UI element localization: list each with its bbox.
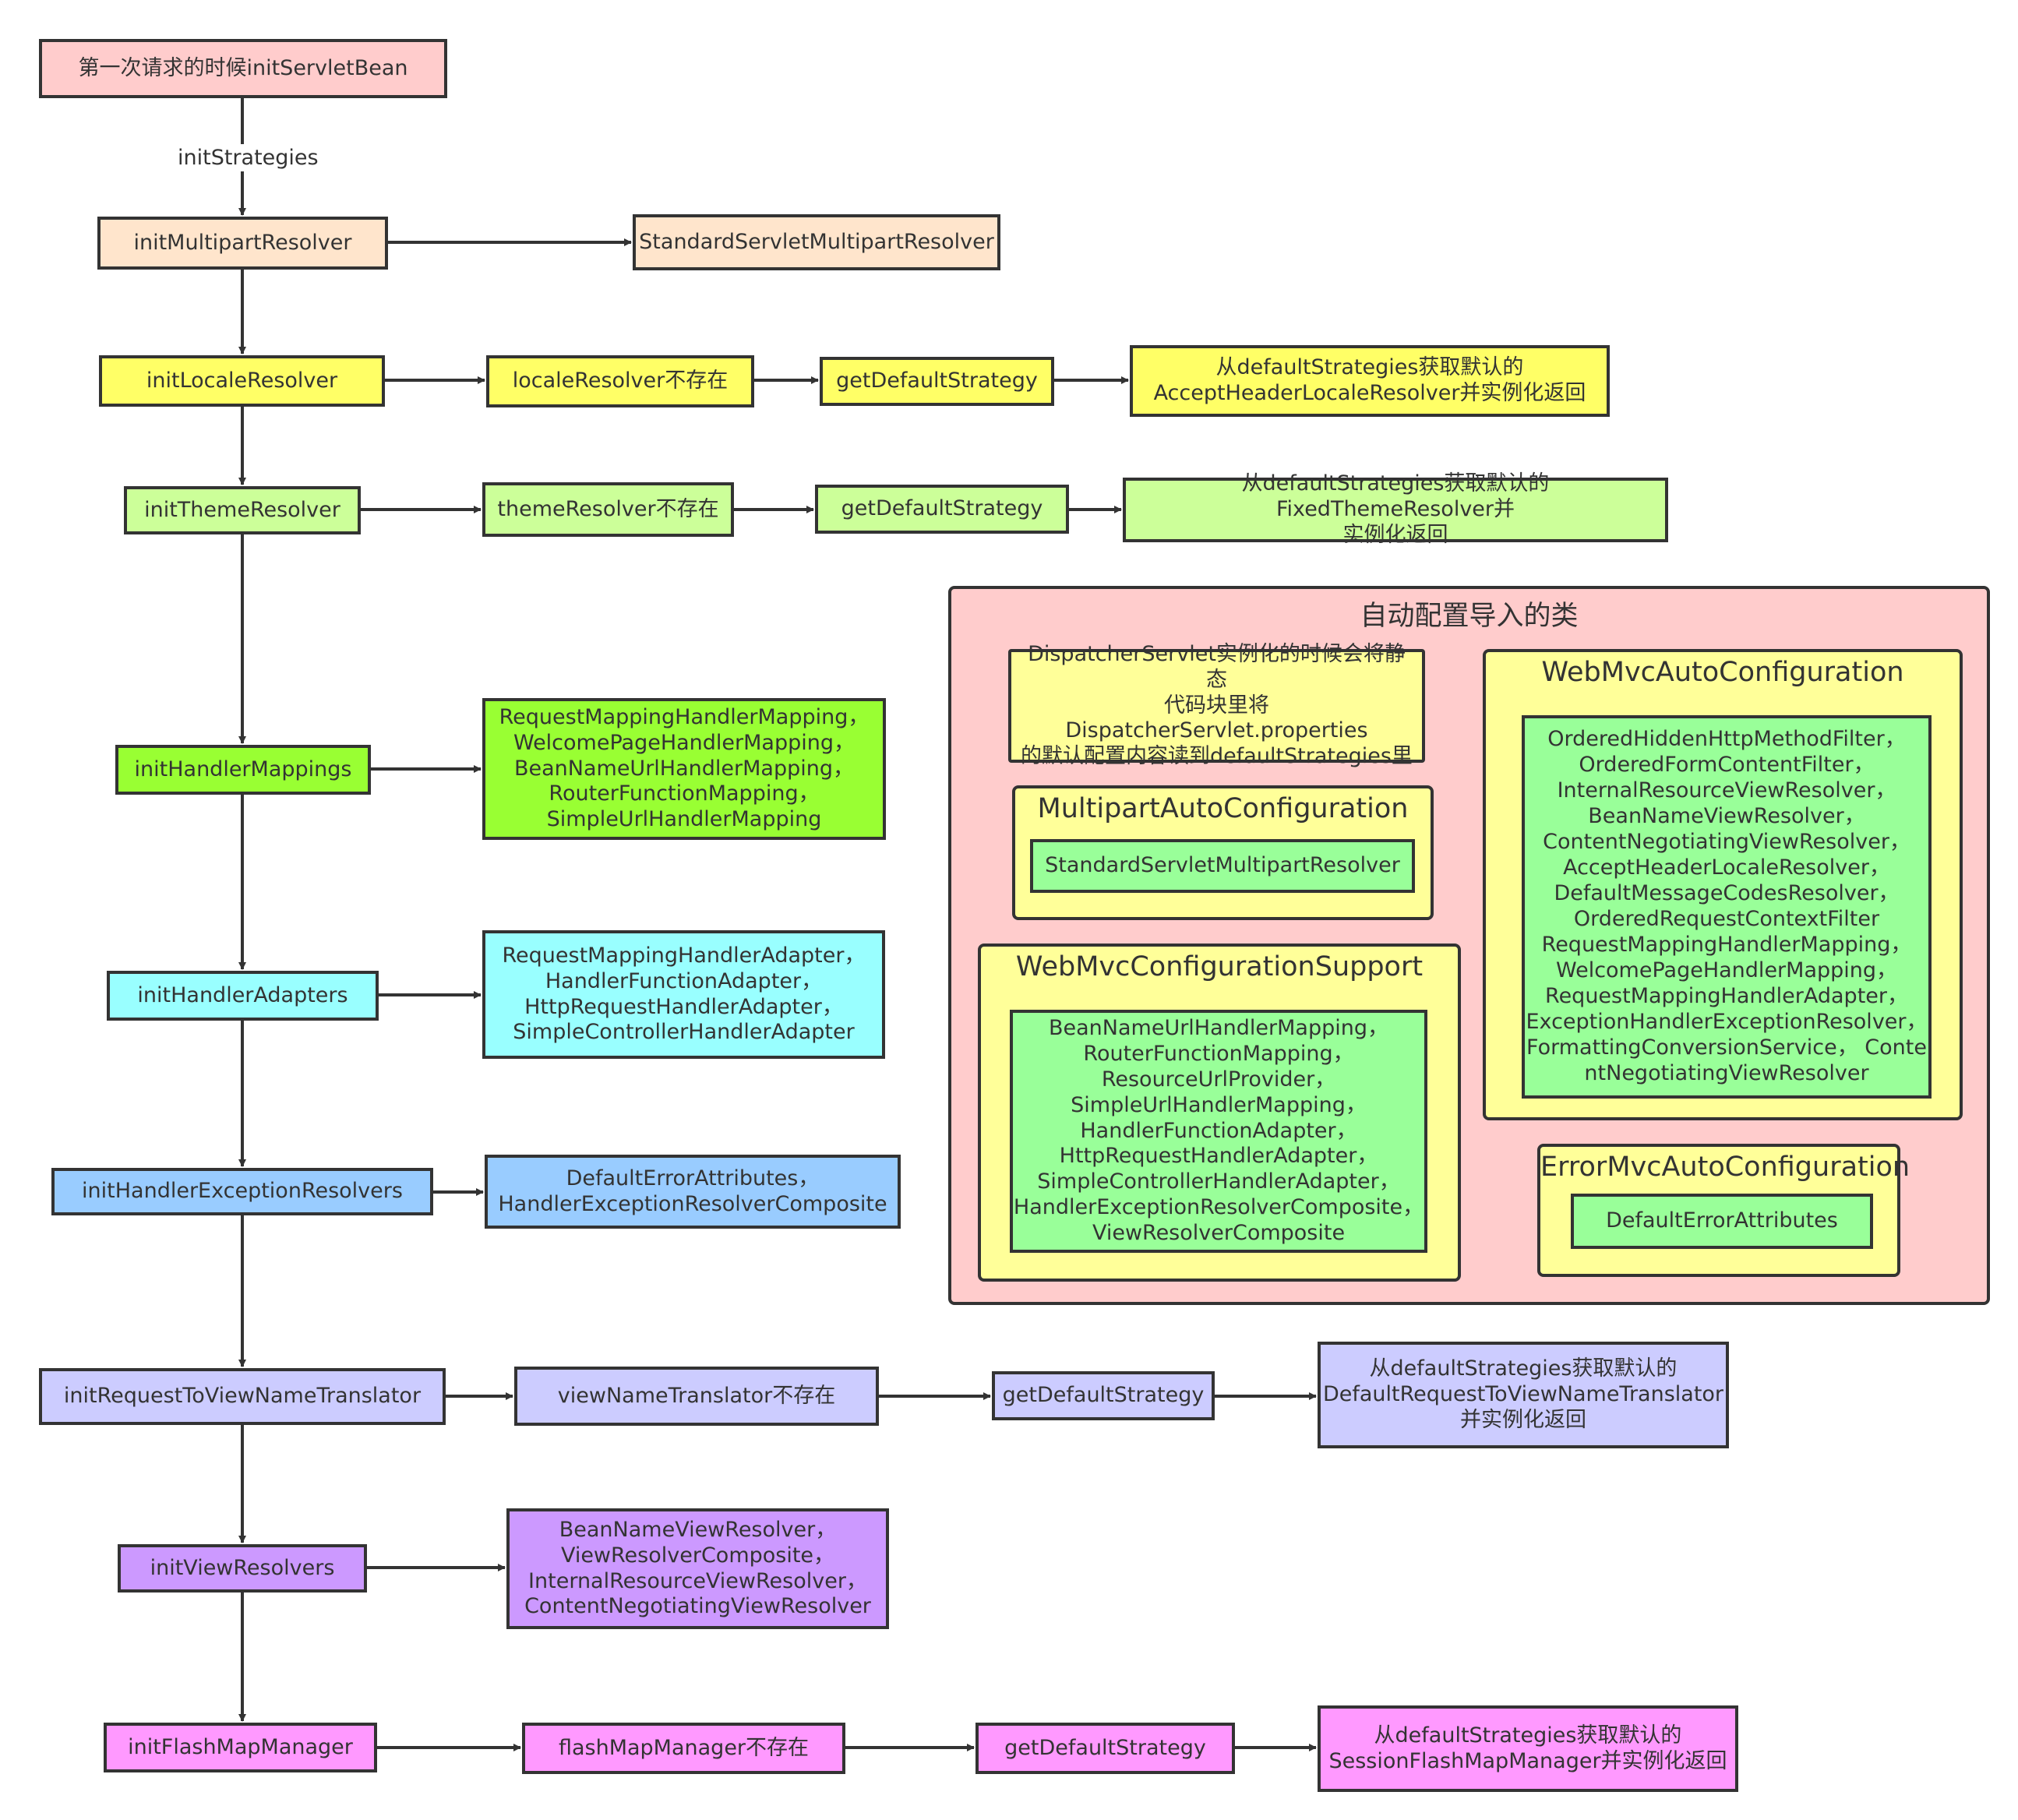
node-init-handler-mappings[interactable]: initHandlerMappings: [115, 745, 371, 795]
webmvc-auto-configuration-title: WebMvcAutoConfiguration: [1541, 657, 1904, 688]
auto-config-panel-title: 自动配置导入的类: [1360, 601, 1579, 632]
node-views-result[interactable]: BeanNameViewResolver， ViewResolverCompos…: [506, 1508, 889, 1629]
node-locale-missing[interactable]: localeResolver不存在: [486, 355, 754, 407]
node-mappings-result[interactable]: RequestMappingHandlerMapping， WelcomePag…: [482, 698, 886, 840]
edge-label-init-strategies: initStrategies: [173, 144, 323, 171]
node-init-handler-exception-resolvers[interactable]: initHandlerExceptionResolvers: [51, 1168, 433, 1215]
node-theme-get-default-strategy[interactable]: getDefaultStrategy: [815, 485, 1069, 534]
node-config-auto-beans[interactable]: OrderedHiddenHttpMethodFilter， OrderedFo…: [1522, 715, 1932, 1099]
node-exception-result[interactable]: DefaultErrorAttributes， HandlerException…: [485, 1155, 901, 1229]
node-config-support-beans[interactable]: BeanNameUrlHandlerMapping， RouterFunctio…: [1010, 1010, 1427, 1253]
node-theme-result[interactable]: 从defaultStrategies获取默认的FixedThemeResolve…: [1123, 471, 1668, 547]
node-config-default-error-attributes[interactable]: DefaultErrorAttributes: [1571, 1194, 1873, 1249]
node-locale-get-default-strategy[interactable]: getDefaultStrategy: [820, 357, 1054, 406]
node-init-theme-resolver[interactable]: initThemeResolver: [124, 486, 361, 534]
node-adapters-result[interactable]: RequestMappingHandlerAdapter， HandlerFun…: [482, 930, 885, 1059]
node-init-multipart-resolver[interactable]: initMultipartResolver: [97, 217, 388, 270]
node-config-standard-servlet-multipart-resolver[interactable]: StandardServletMultipartResolver: [1030, 839, 1415, 893]
node-flashmap-missing[interactable]: flashMapManager不存在: [522, 1723, 845, 1774]
node-init-flash-map-manager[interactable]: initFlashMapManager: [104, 1723, 377, 1772]
node-theme-missing[interactable]: themeResolver不存在: [482, 482, 734, 537]
node-flashmap-get-default-strategy[interactable]: getDefaultStrategy: [975, 1723, 1235, 1774]
multipart-auto-configuration-title: MultipartAutoConfiguration: [1037, 793, 1409, 824]
node-translator-missing[interactable]: viewNameTranslator不存在: [514, 1367, 879, 1426]
node-translator-result[interactable]: 从defaultStrategies获取默认的 DefaultRequestTo…: [1318, 1342, 1729, 1448]
node-init-handler-adapters[interactable]: initHandlerAdapters: [107, 971, 379, 1021]
error-mvc-auto-configuration-title: ErrorMvcAutoConfiguration: [1540, 1152, 1910, 1183]
node-init-locale-resolver[interactable]: initLocaleResolver: [99, 355, 385, 407]
node-init-view-resolvers[interactable]: initViewResolvers: [118, 1544, 367, 1592]
webmvc-configuration-support-title: WebMvcConfigurationSupport: [1015, 951, 1424, 982]
node-flashmap-result[interactable]: 从defaultStrategies获取默认的 SessionFlashMapM…: [1318, 1705, 1738, 1792]
note-dispatcher-servlet-defaults[interactable]: DispatcherServlet实例化的时候会将静态 代码块里将Dispatc…: [1008, 642, 1425, 768]
node-multipart-result[interactable]: StandardServletMultipartResolver: [633, 214, 1000, 270]
node-locale-result[interactable]: 从defaultStrategies获取默认的 AcceptHeaderLoca…: [1130, 345, 1610, 417]
node-translator-get-default-strategy[interactable]: getDefaultStrategy: [992, 1371, 1215, 1420]
node-start[interactable]: 第一次请求的时候initServletBean: [39, 39, 447, 98]
node-init-request-to-view-name-translator[interactable]: initRequestToViewNameTranslator: [39, 1368, 446, 1425]
